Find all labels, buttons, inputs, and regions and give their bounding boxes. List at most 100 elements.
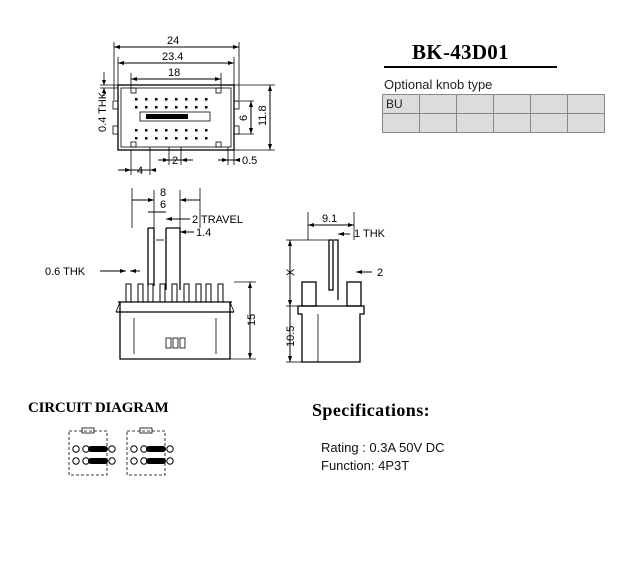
title-underline bbox=[384, 66, 557, 68]
pin-dot bbox=[205, 137, 208, 140]
dim-side-width: 9.1 bbox=[322, 213, 337, 225]
terminal-pin bbox=[137, 283, 144, 303]
dim-inner-height: 6 bbox=[238, 115, 250, 121]
model-title: BK-43D01 bbox=[412, 40, 509, 64]
pin-dot bbox=[145, 137, 148, 140]
top-view-body bbox=[117, 84, 235, 151]
pin-dot bbox=[145, 129, 148, 132]
pin-dot bbox=[145, 98, 148, 101]
circuit-bridge bbox=[146, 458, 166, 464]
dim-pin-pitch: 2 bbox=[172, 155, 178, 167]
spec-rating: Rating : 0.3A 50V DC bbox=[321, 440, 445, 455]
terminal-pin bbox=[147, 283, 154, 303]
pin-dot bbox=[185, 137, 188, 140]
top-view-inner-frame bbox=[120, 87, 232, 148]
pin-dot bbox=[175, 129, 178, 132]
terminal-pin bbox=[217, 283, 224, 303]
pin-dot bbox=[185, 129, 188, 132]
dim-outer-width: 23.4 bbox=[162, 51, 183, 63]
pin-dot bbox=[195, 137, 198, 140]
terminal-pin bbox=[195, 283, 202, 303]
dim-side-height: 10.5 bbox=[285, 326, 297, 347]
side-notch bbox=[233, 100, 240, 110]
pin-dot bbox=[195, 106, 198, 109]
pin-dot bbox=[175, 137, 178, 140]
circuit-diagram bbox=[68, 427, 174, 476]
corner-tab bbox=[130, 87, 137, 94]
dim-lever: 1.4 bbox=[196, 227, 211, 239]
pin-dot bbox=[165, 106, 168, 109]
contact-terminal bbox=[166, 457, 174, 465]
contact-terminal bbox=[108, 445, 116, 453]
side-notch bbox=[112, 100, 119, 110]
circuit-bridge bbox=[88, 458, 108, 464]
circuit-bridge bbox=[88, 446, 108, 452]
side-notch bbox=[112, 125, 119, 135]
dim-width-8: 8 bbox=[160, 187, 166, 199]
circuit-group-left bbox=[68, 430, 108, 476]
side-notch bbox=[233, 125, 240, 135]
lever-right bbox=[165, 227, 181, 290]
specifications-title: Specifications: bbox=[312, 400, 430, 420]
pin-dot bbox=[135, 98, 138, 101]
knob-row bbox=[382, 113, 605, 133]
pin-dot bbox=[185, 98, 188, 101]
front-view: 8 6 2 TRAVEL 1.4 0.6 THK 15 bbox=[45, 187, 258, 360]
dim-travel: 2 TRAVEL bbox=[192, 214, 243, 226]
circuit-bridge bbox=[146, 446, 166, 452]
corner-tab bbox=[215, 141, 222, 148]
slider-slot bbox=[146, 114, 188, 119]
contact-terminal bbox=[72, 445, 80, 453]
circuit-diagram-title: CIRCUIT DIAGRAM bbox=[28, 400, 169, 416]
dim-height: 11.8 bbox=[257, 105, 269, 126]
pin-dot bbox=[195, 98, 198, 101]
pin-dot bbox=[175, 106, 178, 109]
pin-dot bbox=[205, 106, 208, 109]
pin-dot bbox=[155, 137, 158, 140]
circuit-group-right bbox=[126, 430, 166, 476]
lever-left bbox=[147, 227, 155, 286]
dim-side-pin: 2 bbox=[377, 267, 383, 279]
dim-x: X bbox=[285, 268, 297, 276]
side-housing bbox=[297, 305, 365, 363]
dim-side-thickness: 1 THK bbox=[354, 228, 386, 240]
dim-pin-thickness: 0.6 THK bbox=[45, 266, 86, 278]
terminal-pin bbox=[159, 283, 166, 303]
terminal-pin bbox=[183, 283, 190, 303]
pin-dot bbox=[135, 106, 138, 109]
pin-dot bbox=[135, 129, 138, 132]
side-lever bbox=[328, 239, 334, 291]
dim-inner-width: 18 bbox=[168, 67, 180, 79]
side-view: 9.1 1 THK X 2 10.5 bbox=[285, 212, 386, 363]
terminal-pins bbox=[125, 283, 224, 303]
corner-tab bbox=[130, 141, 137, 148]
dim-left-offset: 4 bbox=[137, 165, 143, 177]
dim-height-15: 15 bbox=[246, 314, 258, 326]
pin-dot bbox=[165, 129, 168, 132]
pin-dot bbox=[145, 106, 148, 109]
terminal-pin bbox=[205, 283, 212, 303]
pin-dot bbox=[185, 106, 188, 109]
pin-dot bbox=[155, 98, 158, 101]
pin-dot bbox=[205, 129, 208, 132]
knob-type-table: BU bbox=[382, 94, 605, 133]
housing bbox=[116, 301, 234, 360]
dim-overall-width: 24 bbox=[167, 35, 179, 47]
pin-dot bbox=[205, 98, 208, 101]
pin-dot bbox=[195, 129, 198, 132]
contact-terminal bbox=[130, 445, 138, 453]
terminal-pin bbox=[125, 283, 132, 303]
terminal-pin bbox=[171, 283, 178, 303]
dim-thickness: 0.4 THK bbox=[97, 91, 109, 132]
slider-frame bbox=[139, 111, 211, 122]
pin-dot bbox=[155, 129, 158, 132]
pin-dot bbox=[135, 137, 138, 140]
pin-dot bbox=[165, 98, 168, 101]
contact-terminal bbox=[108, 457, 116, 465]
contact-terminal bbox=[166, 445, 174, 453]
corner-tab bbox=[215, 87, 222, 94]
pin-dot bbox=[165, 137, 168, 140]
dim-width-6: 6 bbox=[160, 199, 166, 211]
spec-function: Function: 4P3T bbox=[321, 458, 410, 473]
dim-right-offset: 0.5 bbox=[242, 155, 257, 167]
